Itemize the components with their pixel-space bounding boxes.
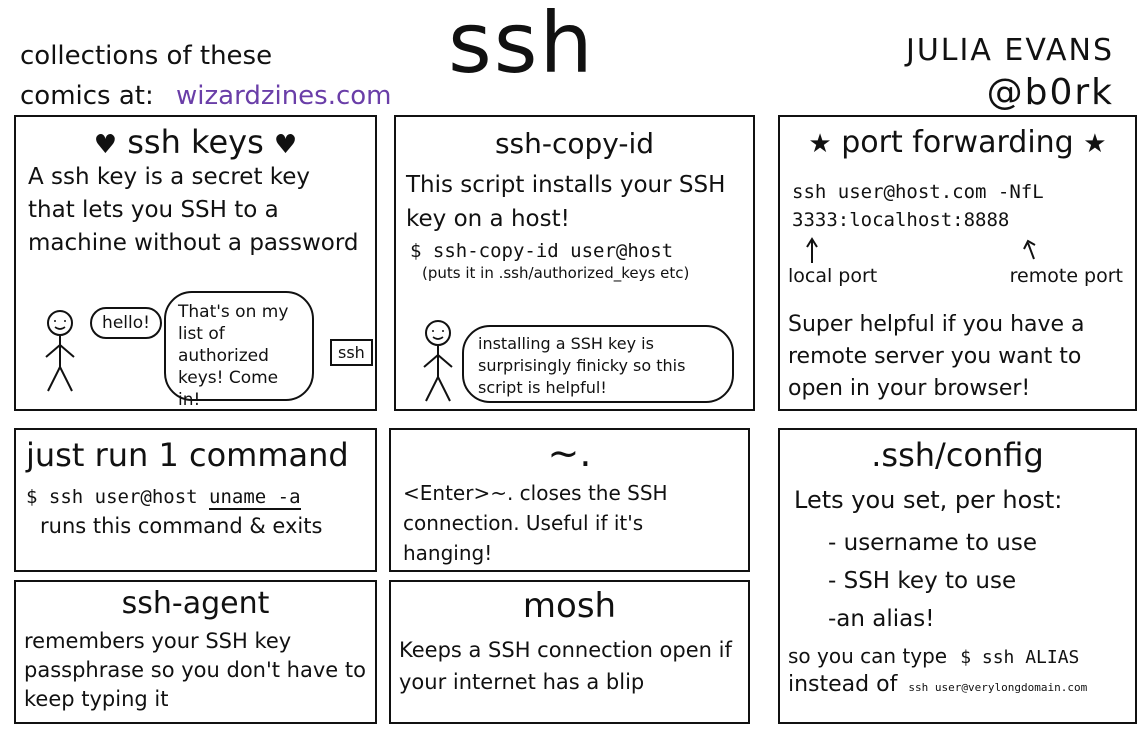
panel-body: <Enter>~. closes the SSH connection. Use… — [403, 481, 668, 565]
port-arrows — [806, 237, 1036, 263]
stick-figure-icon — [423, 320, 453, 402]
config-footer: so you can type $ ssh ALIAS — [780, 638, 1135, 668]
run-command: $ ssh user@host uname -a — [16, 474, 375, 510]
instead-code: ssh user@verylongdomain.com — [908, 681, 1088, 694]
remote-port-label: remote port — [1009, 265, 1123, 287]
panel-title-row: ♥ ssh keys ♥ — [16, 123, 375, 161]
panel-ssh-copy-id: ssh-copy-id This script installs your SS… — [394, 115, 755, 411]
panel-title: ssh keys — [127, 123, 264, 161]
heart-icon: ♥ — [93, 130, 118, 160]
command-line-1: ssh user@host.com -NfL — [792, 181, 1044, 203]
panel-ssh-agent: ssh-agent remembers your SSH key passphr… — [14, 580, 377, 724]
collections-note: collections of these comics at: wizardzi… — [20, 36, 440, 116]
panel-body: Keeps a SSH connection open if your inte… — [399, 638, 732, 694]
collections-line1: collections of these — [20, 41, 273, 71]
page-title: ssh — [448, 0, 595, 92]
hello-bubble: hello! — [90, 307, 162, 339]
panel-title: ssh-copy-id — [494, 127, 655, 160]
collections-line2: comics at: — [20, 81, 154, 111]
footer-prefix: so you can type — [788, 644, 948, 668]
panel-just-run: just run 1 command $ ssh user@host uname… — [14, 428, 377, 572]
footer-code: $ ssh ALIAS — [960, 647, 1080, 668]
panel-title-row: ★ port forwarding ★ — [780, 125, 1135, 160]
run-caption: runs this command & exits — [40, 514, 323, 538]
config-item: -an alias! — [828, 606, 935, 632]
author-handle: @b0rk — [986, 72, 1114, 113]
panel-body: remembers your SSH key passphrase so you… — [24, 629, 366, 711]
config-instead: instead of ssh user@verylongdomain.com — [780, 668, 1135, 697]
panel-mosh: mosh Keeps a SSH connection open if your… — [389, 580, 750, 724]
finicky-bubble: installing a SSH key is surprisingly fin… — [462, 325, 734, 403]
panel-ssh-keys: ♥ ssh keys ♥ A ssh key is a secret key t… — [14, 115, 377, 411]
instead-of-label: instead of — [788, 672, 898, 697]
run-command-arg: uname -a — [209, 486, 301, 510]
panel-body: This script installs your SSH key on a h… — [406, 172, 726, 232]
panel-title: port forwarding — [841, 125, 1074, 160]
author-name: JULIA EVANS — [906, 33, 1114, 68]
panel-body: A ssh key is a secret key that lets you … — [28, 164, 359, 256]
collections-line2-row: comics at: wizardzines.com — [20, 76, 440, 116]
panel-port-forwarding: ★ port forwarding ★ ssh user@host.com -N… — [778, 115, 1137, 411]
panel-title: ssh-agent — [121, 586, 270, 621]
wizardzines-link[interactable]: wizardzines.com — [176, 81, 392, 111]
local-port-label: local port — [788, 265, 878, 287]
heart-icon: ♥ — [273, 130, 298, 160]
config-list: - username to use - SSH key to use -an a… — [780, 514, 1135, 638]
panel-tilde: ~. <Enter>~. closes the SSH connection. … — [389, 428, 750, 572]
config-item: - username to use — [828, 530, 1038, 556]
command-line-2: 3333:localhost:8888 — [792, 209, 1010, 231]
panel-body: Super helpful if you have a remote serve… — [788, 312, 1085, 401]
panel-ssh-config: .ssh/config Lets you set, per host: - us… — [778, 428, 1137, 724]
star-icon: ★ — [808, 129, 832, 159]
stick-figure-icon — [45, 310, 75, 392]
port-forward-command: ssh user@host.com -NfL 3333:localhost:88… — [780, 160, 1135, 234]
authorized-keys-bubble: That's on my list of authorized keys! Co… — [164, 291, 314, 410]
copy-id-note: (puts it in .ssh/authorized_keys etc) — [422, 264, 690, 282]
ssh-tag: ssh — [330, 339, 373, 366]
config-item: - SSH key to use — [828, 568, 1017, 594]
panel-title: mosh — [522, 586, 617, 626]
panel-title: ~. — [547, 431, 592, 475]
star-icon: ★ — [1083, 129, 1107, 159]
copy-id-command: $ ssh-copy-id user@host — [410, 240, 674, 262]
panel-title: .ssh/config — [871, 436, 1044, 474]
author-block: JULIA EVANS @b0rk — [854, 30, 1114, 114]
config-intro: Lets you set, per host: — [794, 486, 1063, 514]
panel-title: just run 1 command — [26, 436, 349, 474]
run-command-prefix: $ ssh user@host — [26, 486, 198, 508]
